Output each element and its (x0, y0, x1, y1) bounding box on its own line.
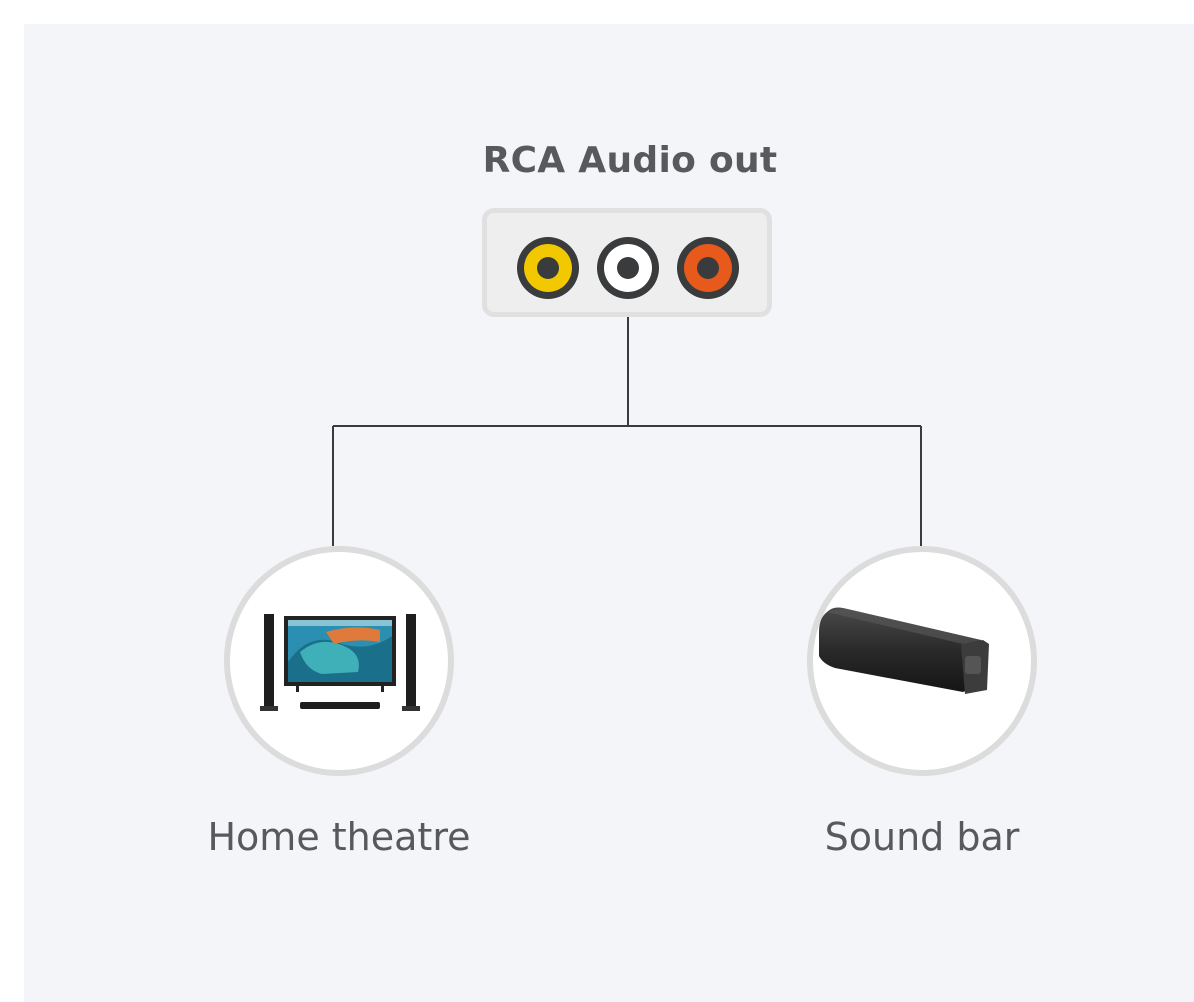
sound-bar-icon (819, 607, 989, 694)
home-theatre-label: Home theatre (207, 815, 471, 859)
sound-bar-label: Sound bar (824, 815, 1020, 859)
rca-jack-white (597, 237, 659, 299)
diagram-title: RCA Audio out (482, 140, 778, 181)
home-theatre-circle (224, 546, 454, 776)
sound-bar-circle (807, 546, 1037, 776)
rca-jack-red (677, 237, 739, 299)
home-theatre-icon (260, 614, 420, 711)
diagram-panel (24, 24, 1194, 1002)
rca-port-panel (482, 208, 772, 317)
rca-jack-yellow (517, 237, 579, 299)
